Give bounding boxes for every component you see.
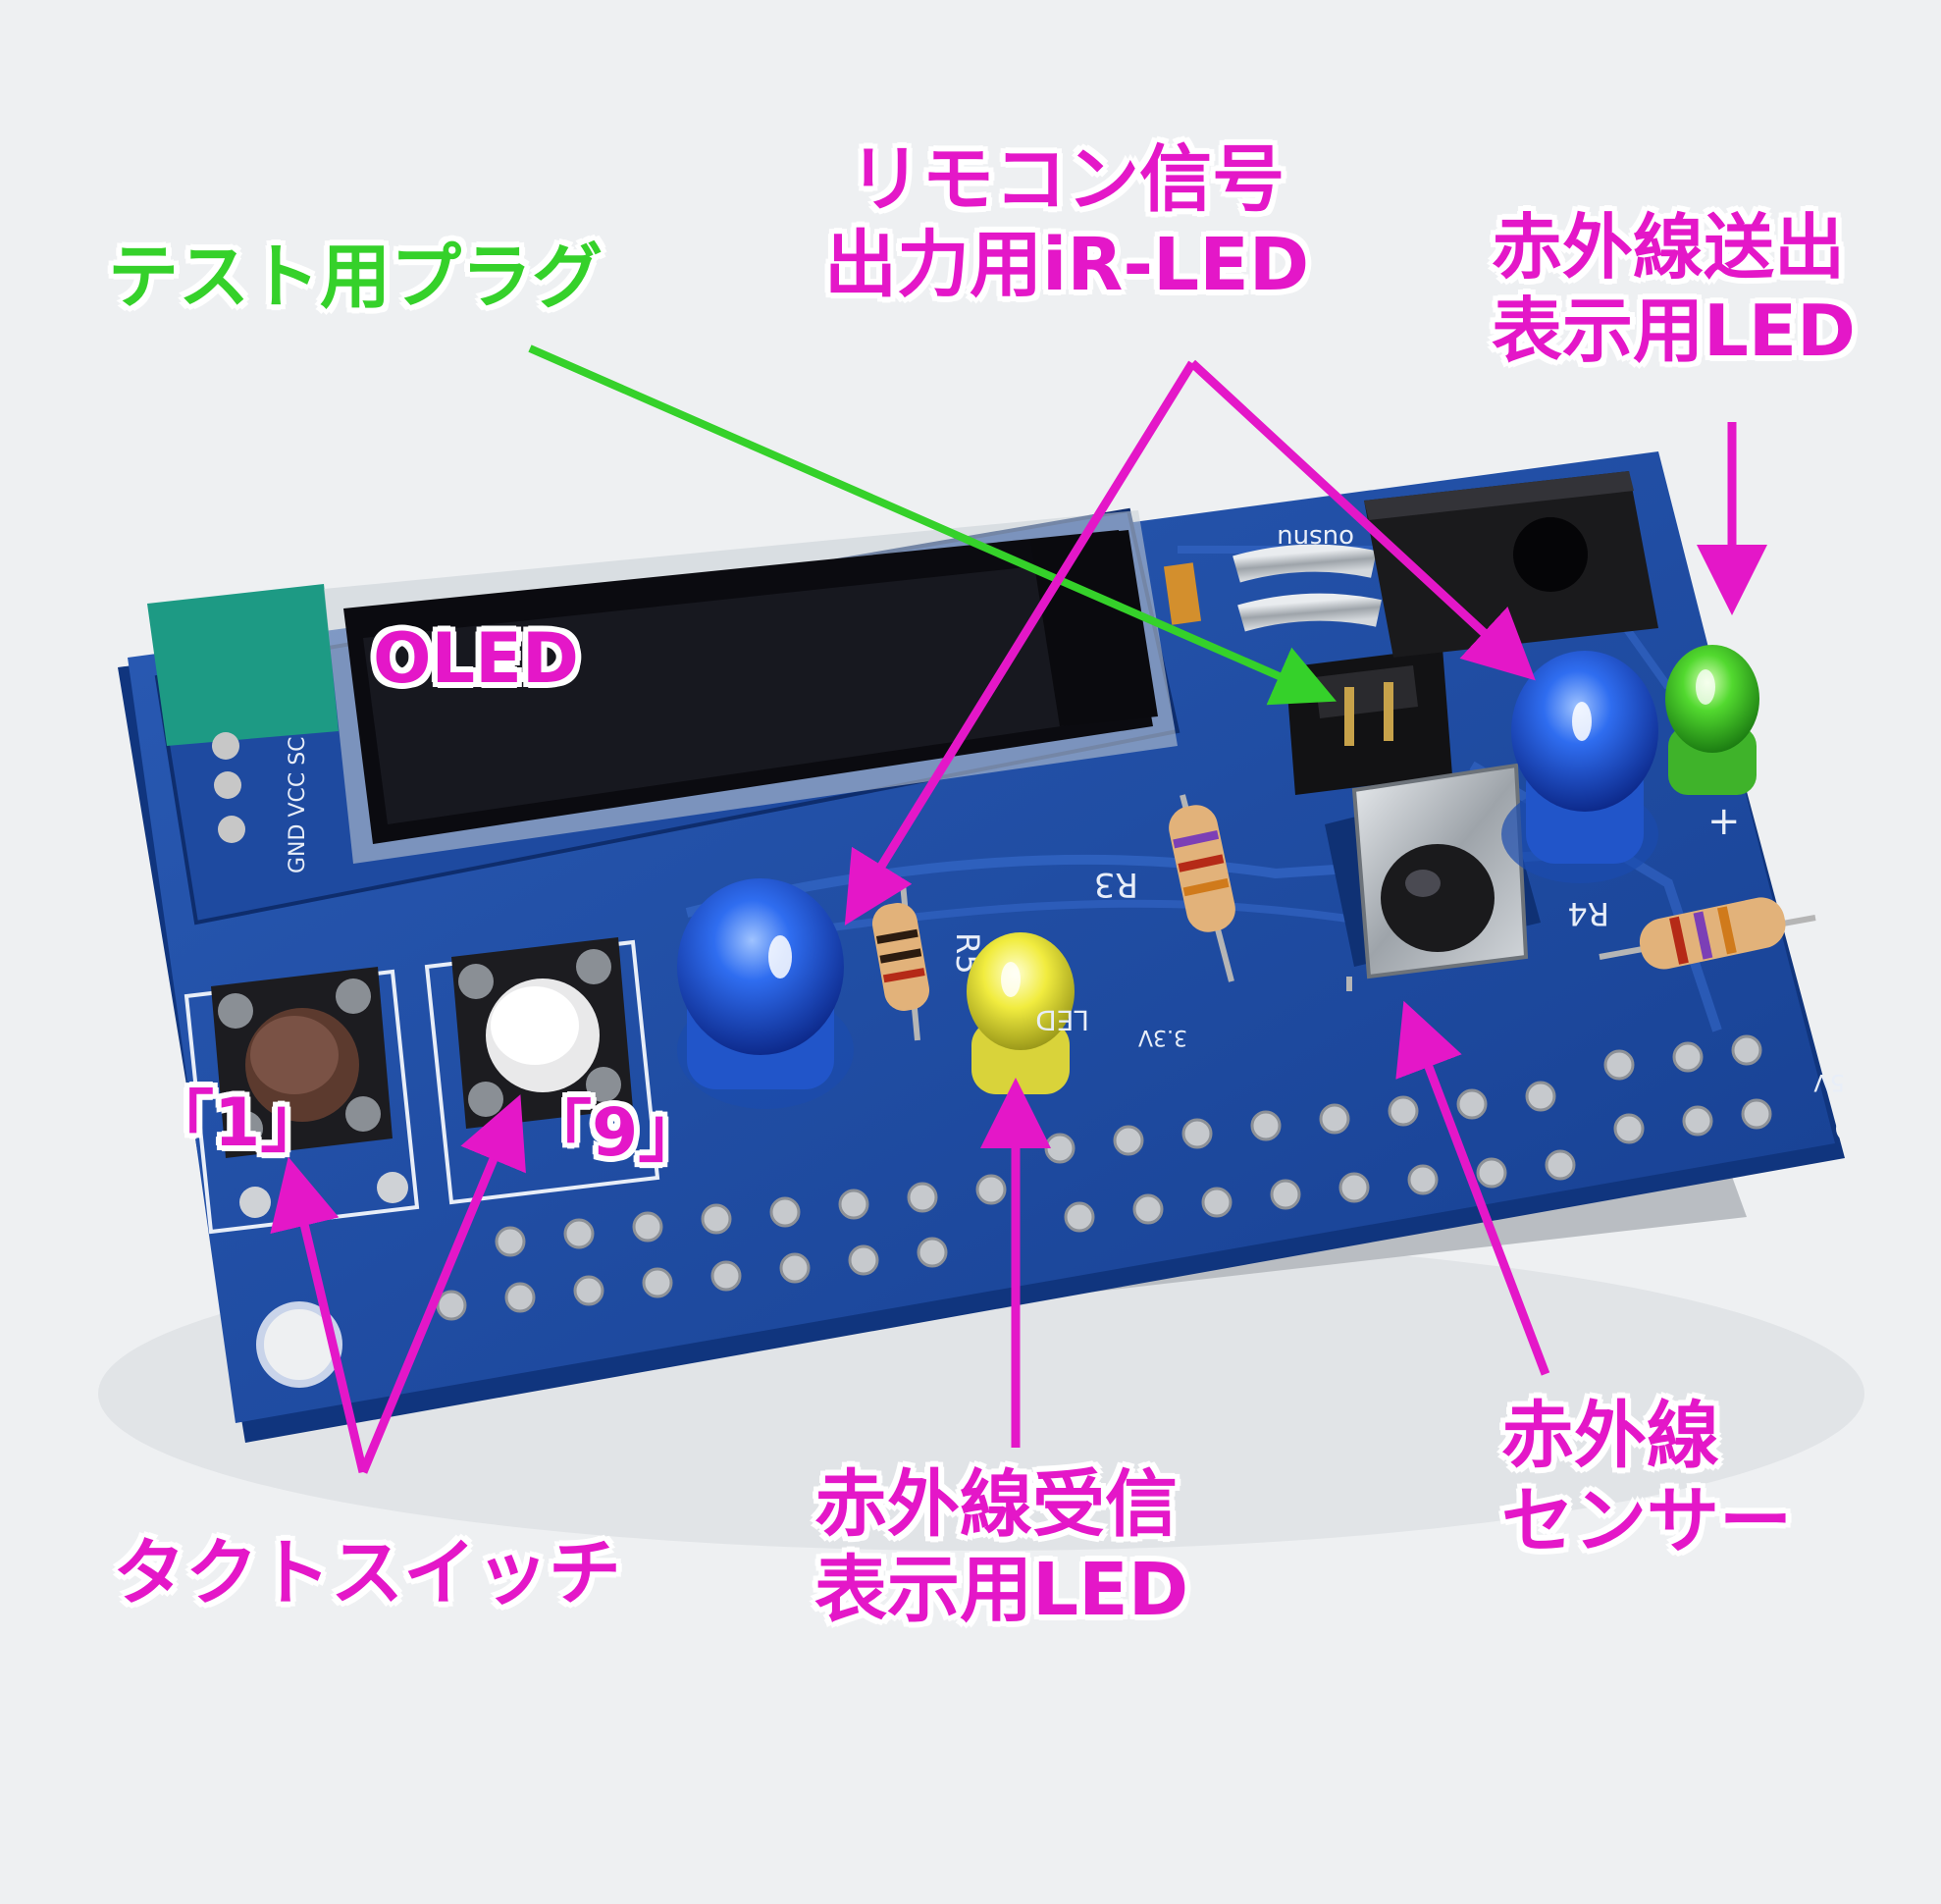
- label-switch-1-text: 「1」: [147, 1084, 328, 1162]
- jumper-silkscreen: ousnu: [1277, 523, 1354, 553]
- label-remote-signal-ir-led: リモコン信号 出力用iR-LED: [824, 137, 1309, 309]
- ir-led-left: [677, 878, 854, 1109]
- tact-switch-9: [424, 937, 660, 1205]
- v5-silkscreen: 5V: [1813, 1069, 1845, 1096]
- label-switch-9: 「9」: [525, 1094, 705, 1173]
- plus-mark: +: [1707, 799, 1741, 844]
- label-ir-tx-line1: 赤外線送出: [1492, 206, 1846, 289]
- r4-silkscreen: R4: [1567, 895, 1609, 932]
- label-switch-9-text: 「9」: [525, 1094, 706, 1172]
- label-remote-signal-line1: リモコン信号: [849, 137, 1285, 222]
- tact-switch-1: [184, 967, 420, 1235]
- label-switch-1: 「1」: [147, 1084, 327, 1163]
- label-ir-sensor-line1: 赤外線: [1501, 1394, 1719, 1478]
- green-led: +: [1665, 645, 1759, 844]
- label-ir-sensor-line2: センサー: [1501, 1479, 1792, 1564]
- oled-pin-silkscreen: GND VCC SC: [286, 736, 310, 873]
- label-ir-rx-line1: 赤外線受信: [814, 1462, 1178, 1547]
- label-ir-sensor: 赤外線 センサー: [1501, 1394, 1792, 1565]
- yellow-led: LED 3.3V: [967, 932, 1187, 1094]
- label-ir-rx-line2: 表示用LED: [814, 1548, 1189, 1633]
- led-silkscreen: LED: [1035, 1004, 1089, 1036]
- label-tact-switch-text: タクトスイッチ: [113, 1531, 621, 1615]
- gpio-header-pins: 5V: [436, 1034, 1845, 1321]
- label-ir-tx-led: 赤外線送出 表示用LED: [1492, 206, 1856, 373]
- label-ir-rx-led: 赤外線受信 表示用LED: [814, 1462, 1188, 1634]
- annotation-arrows: [270, 344, 1767, 1474]
- ir-led-right: [1501, 651, 1658, 883]
- label-ir-tx-line2: 表示用LED: [1492, 289, 1856, 372]
- label-remote-signal-line2: 出力用iR-LED: [824, 223, 1310, 308]
- oled-module: GND VCC SC: [147, 507, 1202, 926]
- label-oled: OLED: [373, 618, 580, 699]
- resistor-r3: R3: [1094, 794, 1235, 982]
- dc-connector: [1364, 471, 1658, 658]
- r3-silkscreen: R3: [1094, 865, 1138, 904]
- ir-sensor: [1325, 763, 1541, 991]
- label-test-plug-text: テスト用プラグ: [108, 236, 603, 318]
- label-test-plug: テスト用プラグ: [108, 236, 603, 319]
- resistor-r4: R4: [1567, 895, 1816, 970]
- v33-silkscreen: 3.3V: [1138, 1025, 1187, 1049]
- label-tact-switch: タクトスイッチ: [113, 1531, 621, 1616]
